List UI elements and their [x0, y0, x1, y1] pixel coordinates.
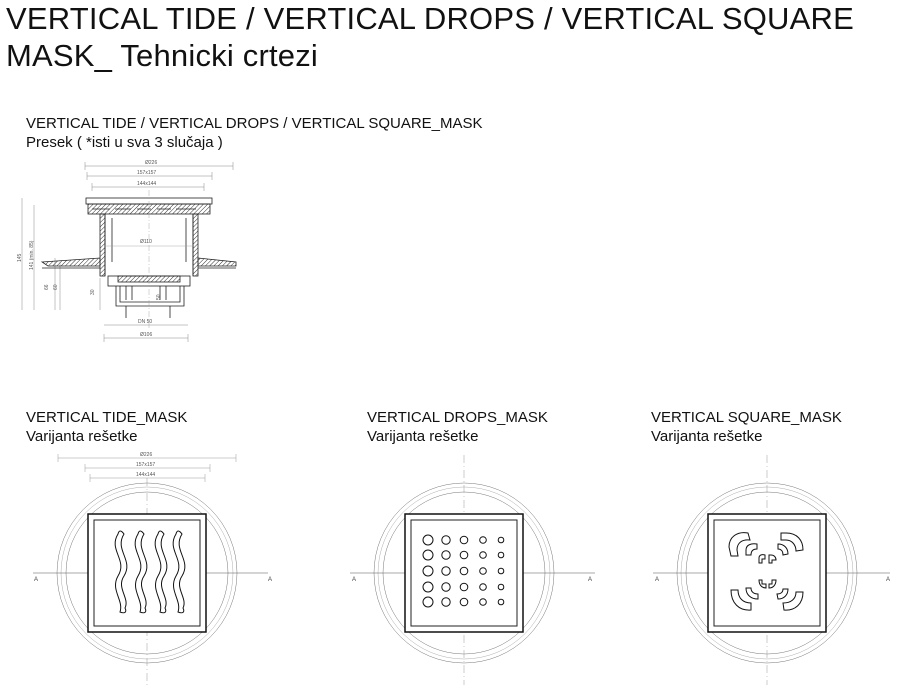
variant-sub: Varijanta rešetke [367, 428, 479, 445]
plan-view-tide: Ø226 157x157 144x144 A A [33, 452, 272, 685]
dim-label: 145 [17, 253, 23, 262]
dim-label: 144x144 [137, 181, 156, 187]
section-heading: VERTICAL TIDE / VERTICAL DROPS / VERTICA… [26, 115, 483, 132]
section-marker: A [588, 577, 592, 583]
dim-label: 157x157 [136, 462, 155, 468]
variant-name: VERTICAL DROPS_MASK [367, 409, 548, 426]
drops-holes [422, 534, 505, 608]
variant-name: VERTICAL SQUARE_MASK [651, 409, 842, 426]
page-title: VERTICAL TIDE / VERTICAL DROPS / VERTICA… [6, 0, 896, 74]
variant-caption-tide: VERTICAL TIDE_MASK Varijanta rešetke [26, 408, 187, 446]
dim-label: 141 (min. 85) [29, 240, 35, 270]
dim-label: DN 50 [138, 319, 152, 325]
page-title-line-2: MASK_ Tehnicki crtezi [6, 38, 319, 73]
section-view-drawing: Ø226 157x157 144x144 145 141 (min. 85) 6… [17, 160, 237, 342]
section-subheading: Presek ( *isti u sva 3 slučaja ) [26, 134, 223, 151]
tide-slots [114, 530, 186, 614]
variant-sub: Varijanta rešetke [26, 428, 138, 445]
section-marker: A [886, 577, 890, 583]
dim-label: Ø110 [140, 239, 152, 245]
page-title-line-1: VERTICAL TIDE / VERTICAL DROPS / VERTICA… [6, 1, 854, 36]
variant-caption-drops: VERTICAL DROPS_MASK Varijanta rešetke [367, 408, 548, 446]
dim-label: 66 [44, 284, 50, 290]
plan-view-square: A A [653, 455, 890, 685]
dim-label: 30 [90, 289, 96, 295]
section-caption: VERTICAL TIDE / VERTICAL DROPS / VERTICA… [26, 114, 483, 152]
plan-view-drops: A A [350, 455, 595, 685]
variant-caption-square: VERTICAL SQUARE_MASK Varijanta rešetke [651, 408, 842, 446]
dim-label: Ø226 [140, 452, 152, 458]
dim-label: 60 [53, 284, 59, 290]
left-dimension-lines [21, 198, 101, 310]
dim-label: 157x157 [137, 170, 156, 176]
dim-label: 144x144 [136, 472, 155, 478]
section-marker: A [352, 577, 356, 583]
dim-label: Ø106 [140, 332, 152, 338]
dim-label: Ø226 [145, 160, 157, 166]
tide-dimension-lines [57, 454, 237, 482]
variant-sub: Varijanta rešetke [651, 428, 763, 445]
top-dimension-lines [84, 162, 234, 191]
section-marker: A [34, 577, 38, 583]
square-slots [728, 532, 804, 611]
section-marker: A [655, 577, 659, 583]
dim-label: 50 [156, 294, 162, 300]
variant-name: VERTICAL TIDE_MASK [26, 409, 188, 426]
section-marker: A [268, 577, 272, 583]
